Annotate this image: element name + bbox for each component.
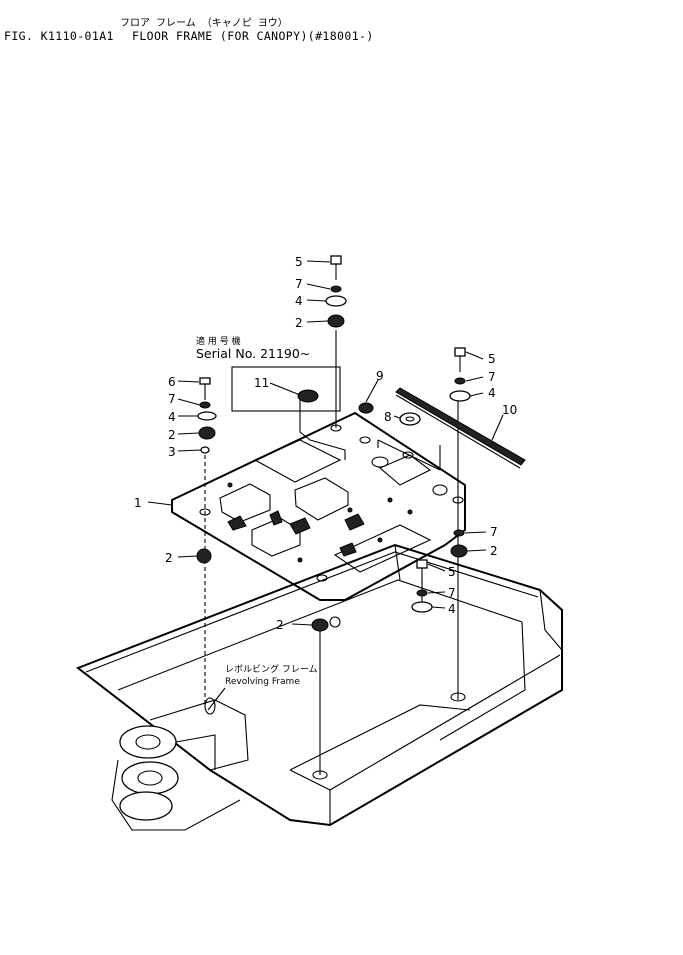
serial-japanese: 適 用 号 機 bbox=[196, 335, 241, 347]
callout-1: 1 bbox=[134, 496, 142, 510]
floor-frame-plate bbox=[171, 411, 466, 601]
callout-leaders bbox=[147, 260, 504, 626]
callout-2: 2 bbox=[295, 316, 303, 330]
callout-2: 2 bbox=[490, 544, 498, 558]
callout-7: 7 bbox=[488, 370, 496, 384]
frame-label-japanese: レボルビング フレーム bbox=[225, 663, 318, 675]
figure-number: FIG. K1110-01A1 bbox=[4, 29, 114, 43]
callout-4: 4 bbox=[295, 294, 303, 308]
fastener-stack-right bbox=[449, 347, 471, 558]
seal-strip bbox=[395, 387, 526, 469]
callout-5: 5 bbox=[488, 352, 496, 366]
fastener-stack-left bbox=[196, 377, 217, 564]
grommets bbox=[358, 402, 421, 426]
callout-7: 7 bbox=[295, 277, 303, 291]
callout-2: 2 bbox=[276, 618, 284, 632]
frame-label-english: Revolving Frame bbox=[225, 677, 300, 687]
callout-9: 9 bbox=[376, 369, 384, 383]
callout-4: 4 bbox=[488, 386, 496, 400]
callout-6: 6 bbox=[168, 375, 176, 389]
callout-2: 2 bbox=[168, 428, 176, 442]
callout-7: 7 bbox=[448, 586, 456, 600]
serial-number: Serial No. 21190~ bbox=[196, 346, 310, 361]
callout-10: 10 bbox=[502, 403, 517, 417]
revolving-frame-label: レボルビング フレーム Revolving Frame bbox=[207, 663, 318, 711]
diagram-title: FLOOR FRAME (FOR CANOPY)(#18001-) bbox=[132, 29, 374, 43]
callout-4: 4 bbox=[448, 602, 456, 616]
callout-3: 3 bbox=[168, 445, 176, 459]
callout-8: 8 bbox=[384, 410, 392, 424]
japanese-title: フロア フレーム （キャノピ ヨウ） bbox=[120, 18, 288, 29]
callout-2: 2 bbox=[165, 551, 173, 565]
callout-11: 11 bbox=[254, 376, 269, 390]
callout-4: 4 bbox=[168, 410, 176, 424]
callout-numbers: 5 7 4 2 6 7 4 2 3 1 2 11 9 8 10 5 7 4 7 … bbox=[134, 255, 517, 632]
callout-5: 5 bbox=[448, 565, 456, 579]
callout-7: 7 bbox=[490, 525, 498, 539]
serial-inset-box: 適 用 号 機 Serial No. 21190~ bbox=[196, 335, 341, 412]
revolving-frame bbox=[75, 543, 563, 831]
callout-7: 7 bbox=[168, 392, 176, 406]
fastener-stack-top bbox=[325, 255, 347, 328]
fastener-stack-front bbox=[311, 559, 433, 632]
callout-5: 5 bbox=[295, 255, 303, 269]
